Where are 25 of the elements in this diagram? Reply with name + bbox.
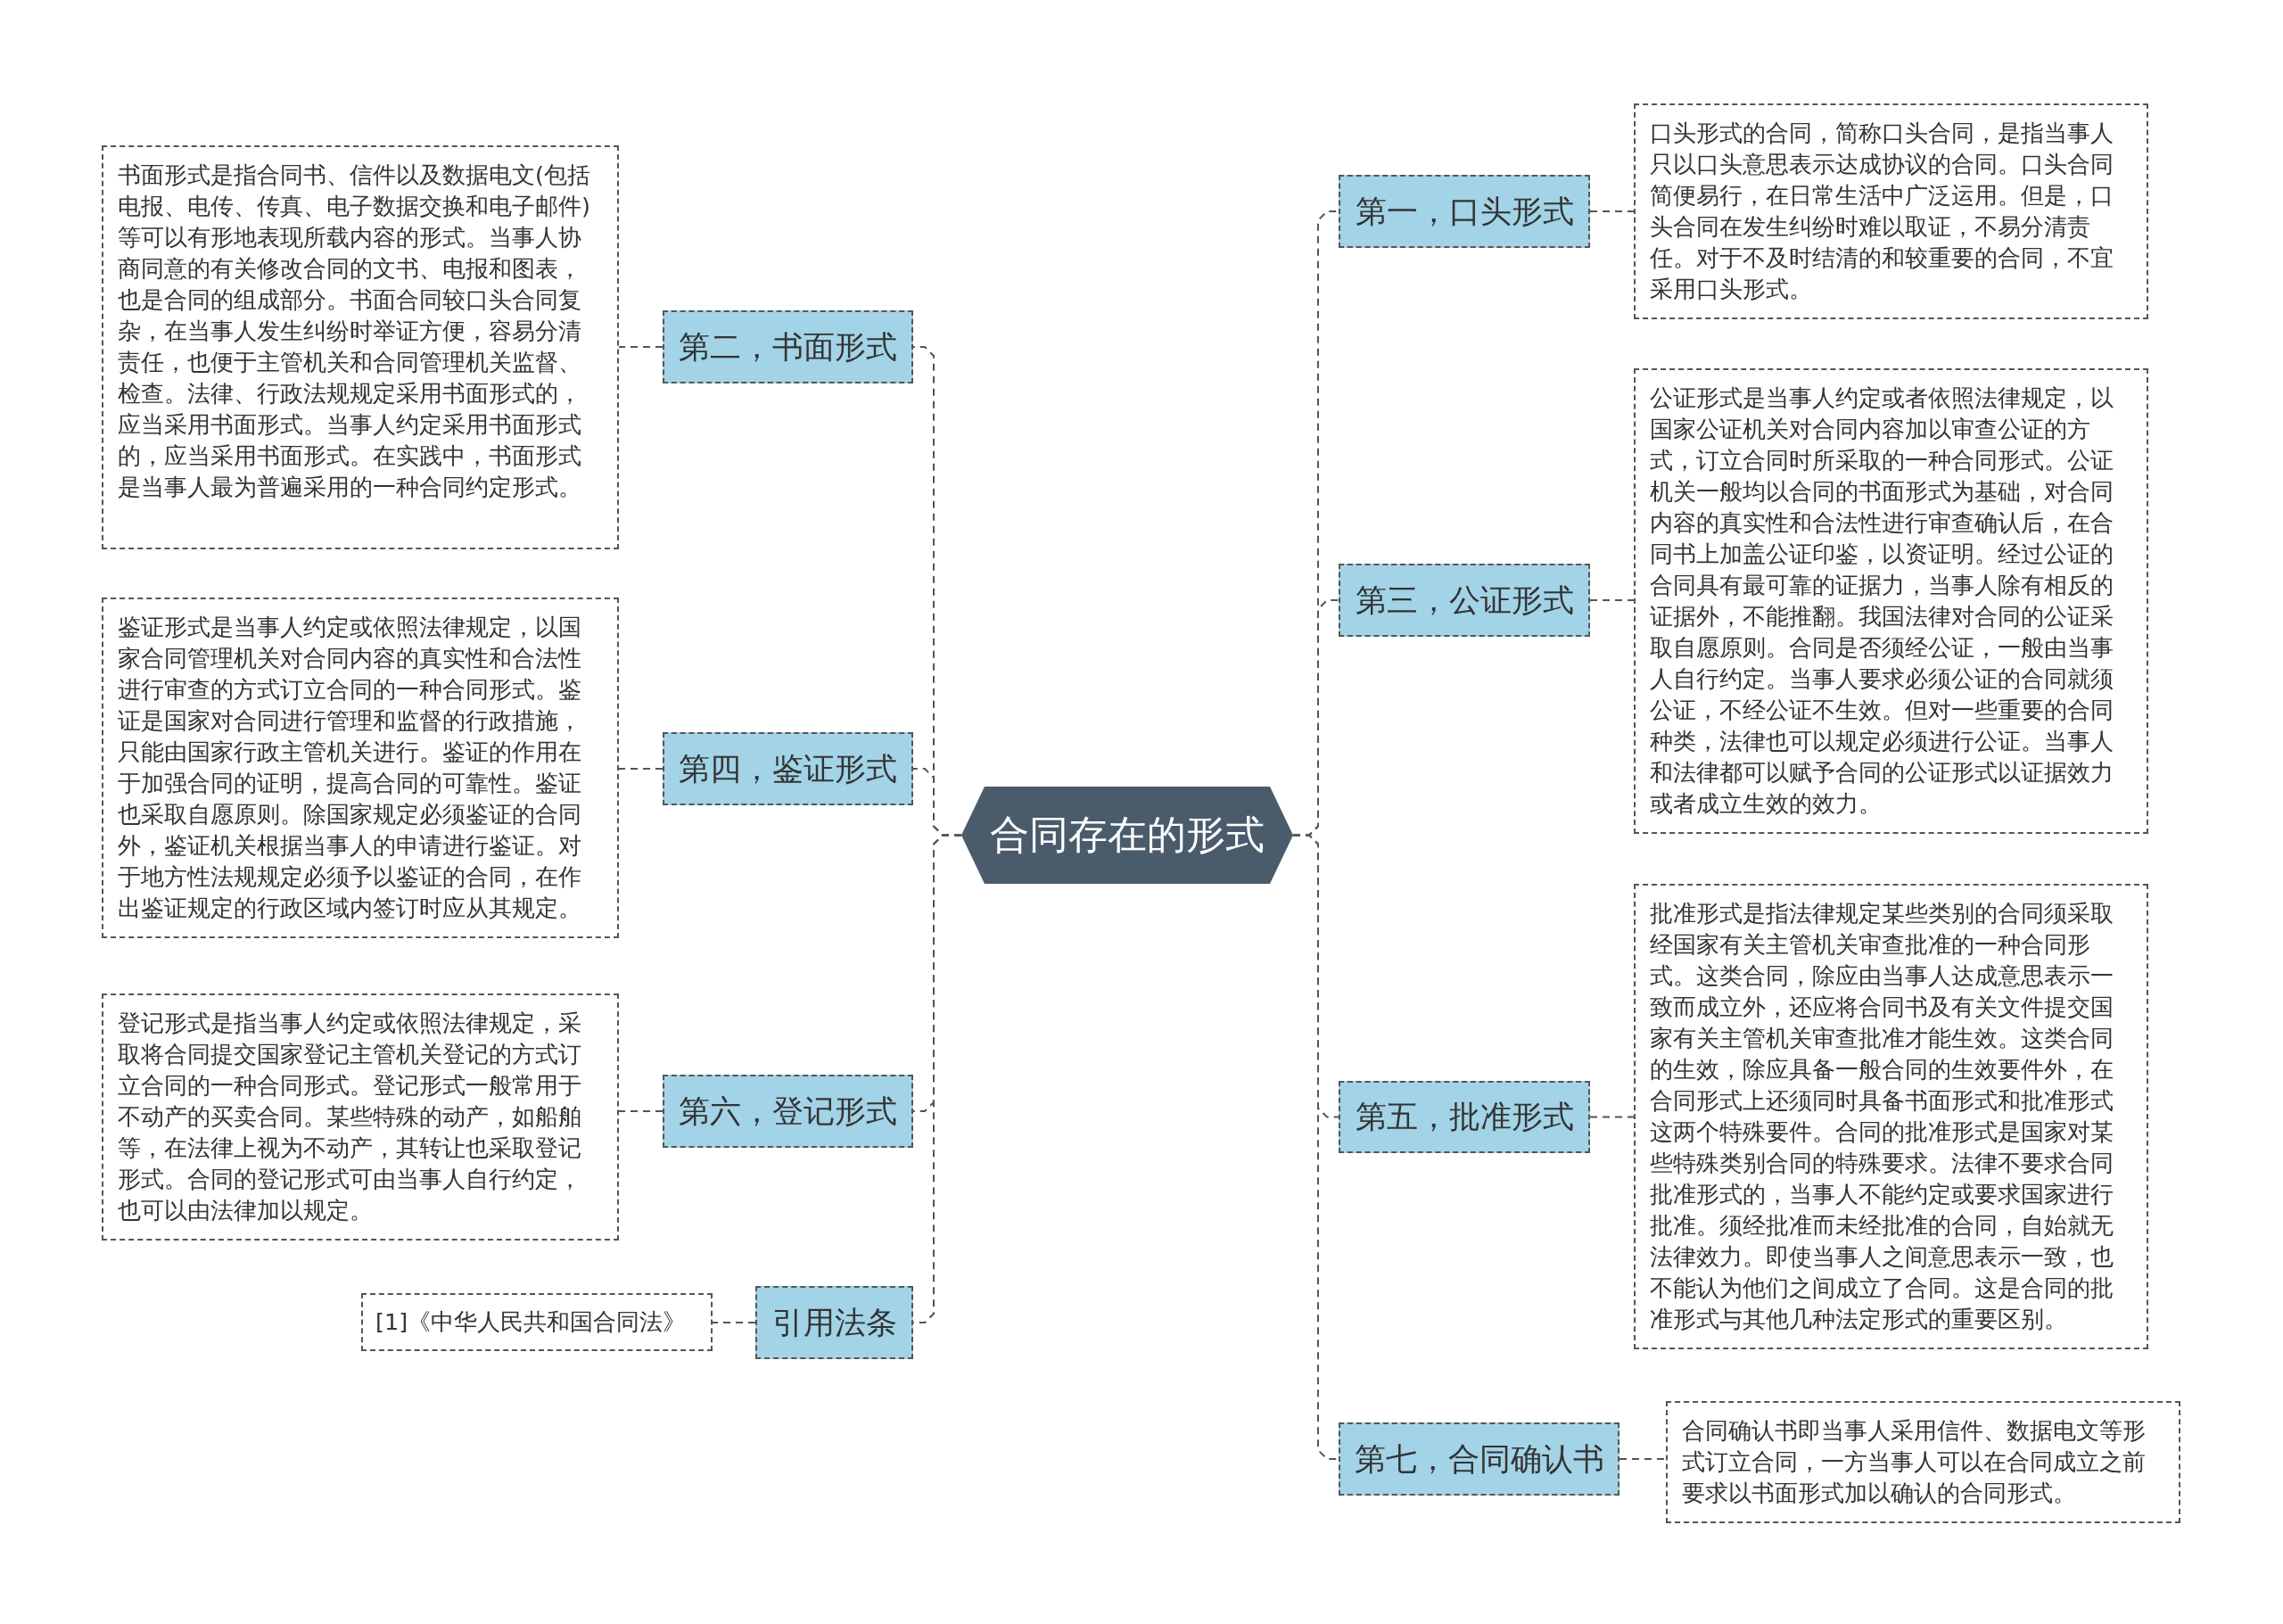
- connector-line: [618, 1110, 663, 1112]
- branch-topic: 引用法条: [755, 1286, 913, 1359]
- description-note: 登记形式是指当事人约定或依照法律规定，采取将合同提交国家登记主管机关登记的方式订立合同的一种合同形式。登记形式一般常用于不动产的买卖合同。某些特殊的动产，如船舶等，在法律上视为不动产，其转让也采取登记形式。合同的登记形式可由当事人自行约定，也可以由法律加以规定。: [102, 993, 619, 1241]
- description-note: 书面形式是指合同书、信件以及数据电文(包括电报、电传、传真、电子数据交换和电子邮件)等可以有形地表现所载内容的形式。当事人协商同意的有关修改合同的文书、电报和图表，也是合同的组成部分。书面合同较口头合同复杂，在当事人发生纠纷时举证方便，容易分清责任，也便于主管机关和合同管理机关监督、检查。法律、行政法规规定采用书面形式的，应当采用书面形式。当事人约定采用书面形式的，应当采用书面形式。在实践中，书面形式是当事人最为普遍采用的一种合同约定形式。: [102, 145, 619, 549]
- description-note: 口头形式的合同，简称口头合同，是指当事人只以口头意思表示达成协议的合同。口头合同简便易行，在日常生活中广泛运用。但是，口头合同在发生纠纷时难以取证，不易分清责任。对于不及时结清的和较重要的合同，不宜采用口头形式。: [1634, 103, 2148, 319]
- connector-line: [1619, 1458, 1667, 1460]
- central-topic: 合同存在的形式: [961, 787, 1293, 884]
- description-note: 公证形式是当事人约定或者依照法律规定，以国家公证机关对合同内容加以审查公证的方式，订立合同时所采取的一种合同形式。公证机关一般均以合同的书面形式为基础，对合同内容的真实性和合法性进行审查确认后，在合同书上加盖公证印鉴，以资证明。经过公证的合同具有最可靠的证据力，当事人除有相反的证据外，不能推翻。我国法律对合同的公证采取自愿原则。合同是否须经公证，一般由当事人自行约定。当事人要求必须公证的合同就须公证，不经公证不生效。但对一些重要的合同种类，法律也可以规定必须进行公证。当事人和法律都可以赋予合同的公证形式以证据效力或者成立生效的效力。: [1634, 368, 2148, 834]
- description-note: 鉴证形式是当事人约定或依照法律规定，以国家合同管理机关对合同内容的真实性和合法性进行审查的方式订立合同的一种合同形式。鉴证是国家对合同进行管理和监督的行政措施，只能由国家行政主管机关进行。鉴证的作用在于加强合同的证明，提高合同的可靠性。鉴证也采取自愿原则。除国家规定必须鉴证的合同外，鉴证机关根据当事人的申请进行鉴证。对于地方性法规规定必须予以鉴证的合同，在作出鉴证规定的行政区域内签订时应从其规定。: [102, 598, 619, 938]
- branch-topic: 第一，口头形式: [1339, 175, 1590, 248]
- branch-topic: 第六，登记形式: [663, 1075, 913, 1148]
- connector-line: [618, 768, 663, 770]
- branch-topic: 第七，合同确认书: [1339, 1422, 1620, 1496]
- description-note: 批准形式是指法律规定某些类别的合同须采取经国家有关主管机关审查批准的一种合同形式。这类合同，除应由当事人达成意思表示一致而成立外，还应将合同书及有关文件提交国家有关主管机关审查批准才能生效。这类合同的生效，除应具备一般合同的生效要件外，在合同形式上还须同时具备书面形式和批准形式这两个特殊要件。合同的批准形式是国家对某些特殊类别合同的特殊要求。法律不要求合同批准形式的，当事人不能约定或要求国家进行批准。须经批准而未经批准的合同，自始就无法律效力。即使当事人之间意思表示一致，也不能认为他们之间成立了合同。这是合同的批准形式与其他几种法定形式的重要区别。: [1634, 884, 2148, 1349]
- connector-line: [1589, 599, 1635, 601]
- branch-topic: 第五，批准形式: [1339, 1081, 1590, 1153]
- reference-note: [1]《中华人民共和国合同法》: [361, 1293, 713, 1351]
- branch-topic: 第二，书面形式: [663, 310, 913, 383]
- connector-line: [1589, 1116, 1635, 1118]
- connector-line: [712, 1322, 756, 1323]
- description-note: 合同确认书即当事人采用信件、数据电文等形式订立合同，一方当事人可以在合同成立之前要求以书面形式加以确认的合同形式。: [1666, 1401, 2180, 1523]
- branch-topic: 第三，公证形式: [1339, 564, 1590, 637]
- connector-line: [1589, 210, 1635, 212]
- connector-line: [618, 346, 663, 348]
- branch-topic: 第四，鉴证形式: [663, 732, 913, 805]
